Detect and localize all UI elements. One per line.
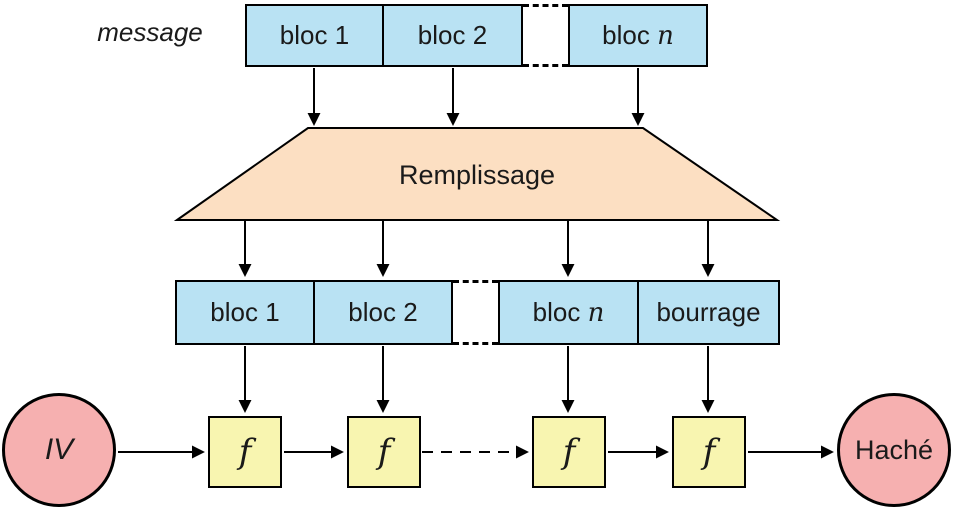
block-label: bloc 1 [279,20,350,50]
top-block-n: bloc n [570,6,706,65]
block-label: bloc n [602,20,674,51]
top-ellipsis-gap [523,4,568,67]
f-box-2: f [347,416,421,488]
message-label: message [97,16,203,47]
mid-block-row-right: bloc n bourrage [498,280,780,345]
block-label: bloc 2 [348,297,418,327]
f-box-1: f [208,416,282,488]
mid-block-bourrage: bourrage [637,282,778,343]
block-label: bloc 2 [417,20,488,50]
mid-block-2: bloc 2 [313,282,451,343]
block-label: bloc 1 [210,297,280,327]
block-label: bloc n [532,297,605,328]
padding-label: Remplissage [398,159,556,190]
mid-block-1: bloc 1 [177,282,313,343]
top-block-row: bloc 1 bloc 2 [245,4,523,67]
f-box-3: f [532,416,606,488]
hash-output-node: Haché [837,393,951,507]
iv-node: IV [2,393,116,507]
mid-block-n: bloc n [500,282,637,343]
top-block-1: bloc 1 [247,6,382,65]
top-block-2: bloc 2 [382,6,521,65]
mid-ellipsis-gap [453,280,498,345]
block-label: bourrage [656,297,761,327]
f-box-4: f [672,416,746,488]
mid-block-row-left: bloc 1 bloc 2 [175,280,453,345]
top-block-n-row: bloc n [568,4,708,67]
